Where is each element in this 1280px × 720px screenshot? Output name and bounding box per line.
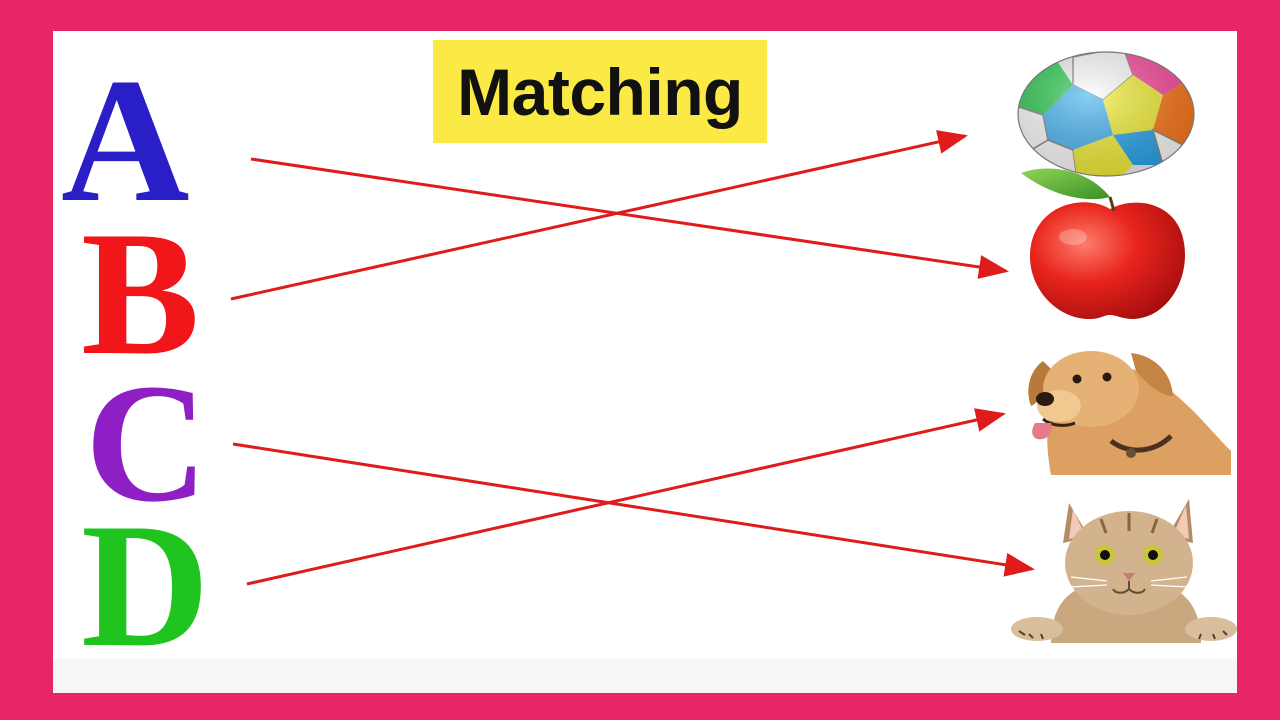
arrow-c-to-cat[interactable]	[232, 442, 1035, 577]
letter-d[interactable]: D	[81, 486, 210, 684]
worksheet-board: Matching A B C D	[53, 31, 1237, 693]
dog-picture[interactable]	[1021, 341, 1231, 475]
apple-picture[interactable]	[1018, 167, 1198, 325]
board-bottom-strip	[53, 659, 1237, 693]
cat-picture[interactable]	[1011, 493, 1237, 643]
arrow-d-to-dog[interactable]	[246, 408, 1006, 586]
title-highlight: Matching	[433, 40, 767, 143]
arrow-a-to-apple[interactable]	[250, 157, 1009, 279]
letter-a[interactable]: A	[61, 41, 190, 239]
match-arrows	[230, 130, 1035, 586]
letter-b[interactable]: B	[81, 194, 200, 392]
ball-picture[interactable]	[1013, 45, 1199, 203]
letter-c[interactable]: C	[85, 349, 208, 537]
page-title: Matching	[457, 54, 743, 129]
arrow-b-to-ball[interactable]	[230, 130, 968, 301]
